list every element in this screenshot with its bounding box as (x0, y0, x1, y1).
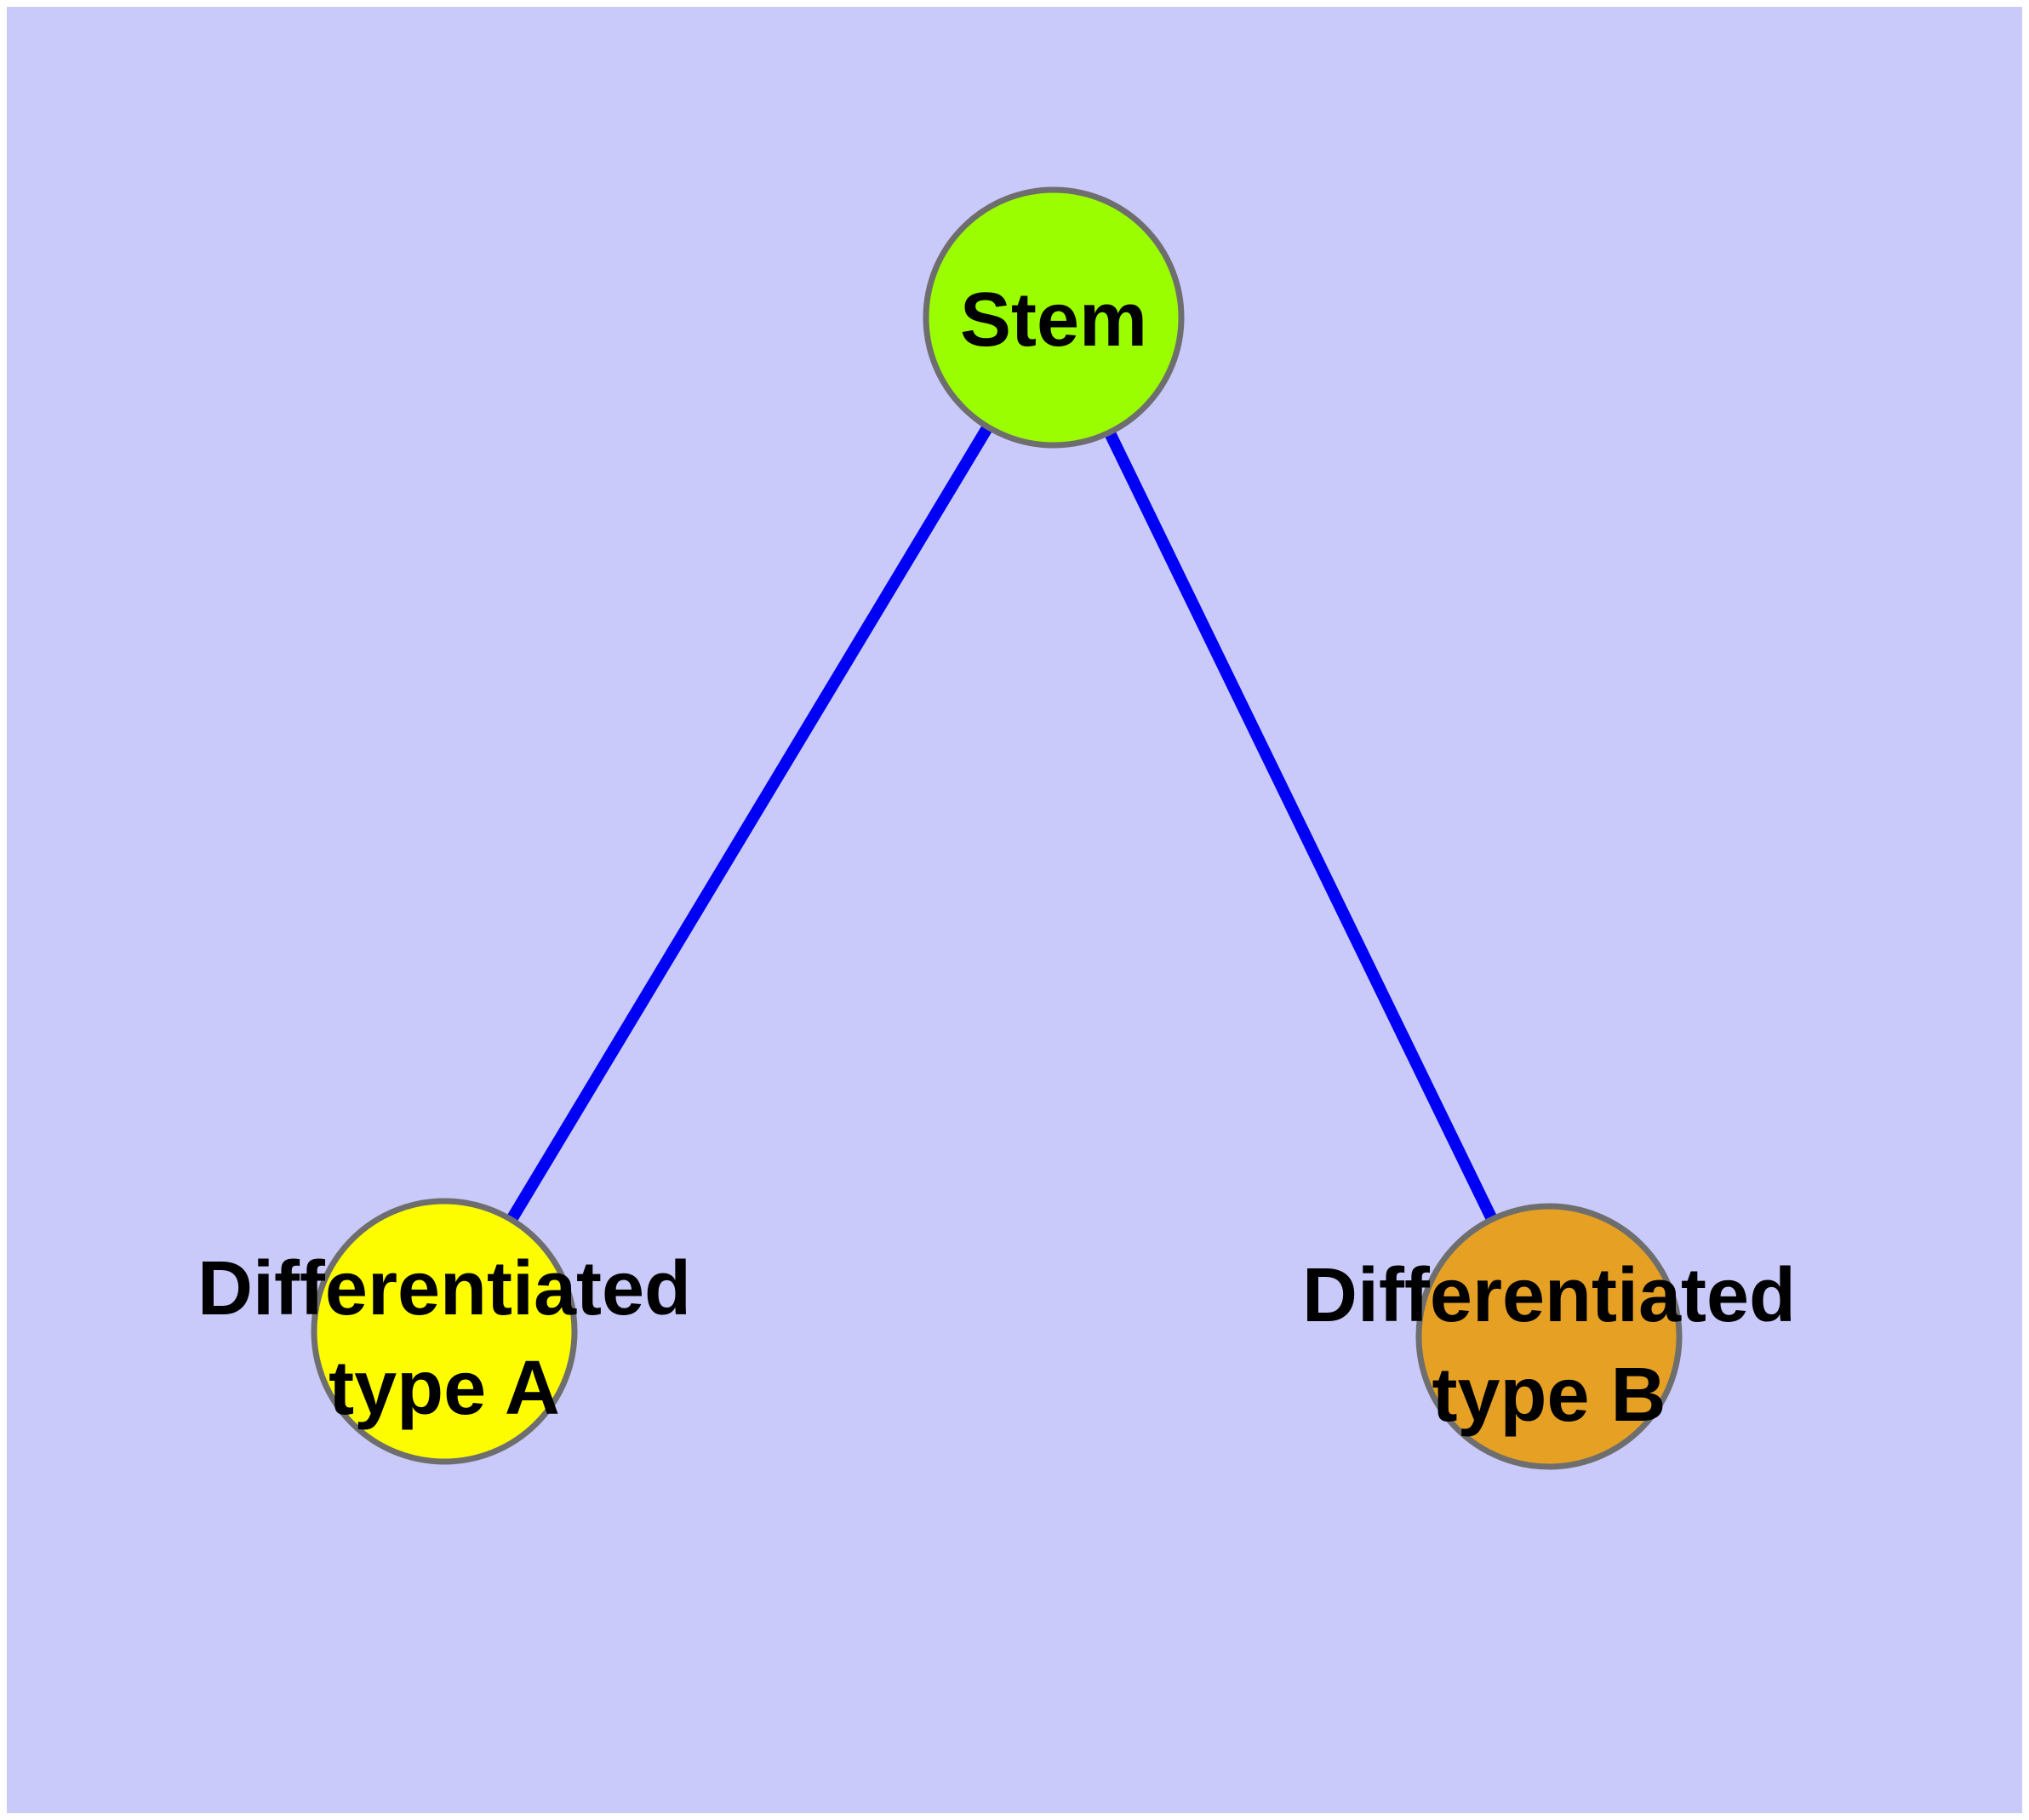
node-stem-label: Stem (960, 278, 1147, 363)
node-type-b-label-line2: type B (1432, 1353, 1666, 1438)
node-type-a-label-line1: Differentiated (197, 1246, 691, 1331)
edge-stem-to-type-b (1048, 314, 1555, 1340)
node-type-a-label-line2: type A (329, 1346, 560, 1431)
node-type-b-label-line1: Differentiated (1302, 1253, 1796, 1338)
node-differentiated-type-a (311, 1198, 578, 1465)
node-stem (923, 186, 1185, 449)
edge-stem-to-type-a (439, 314, 1059, 1335)
node-differentiated-type-b (1415, 1203, 1683, 1470)
